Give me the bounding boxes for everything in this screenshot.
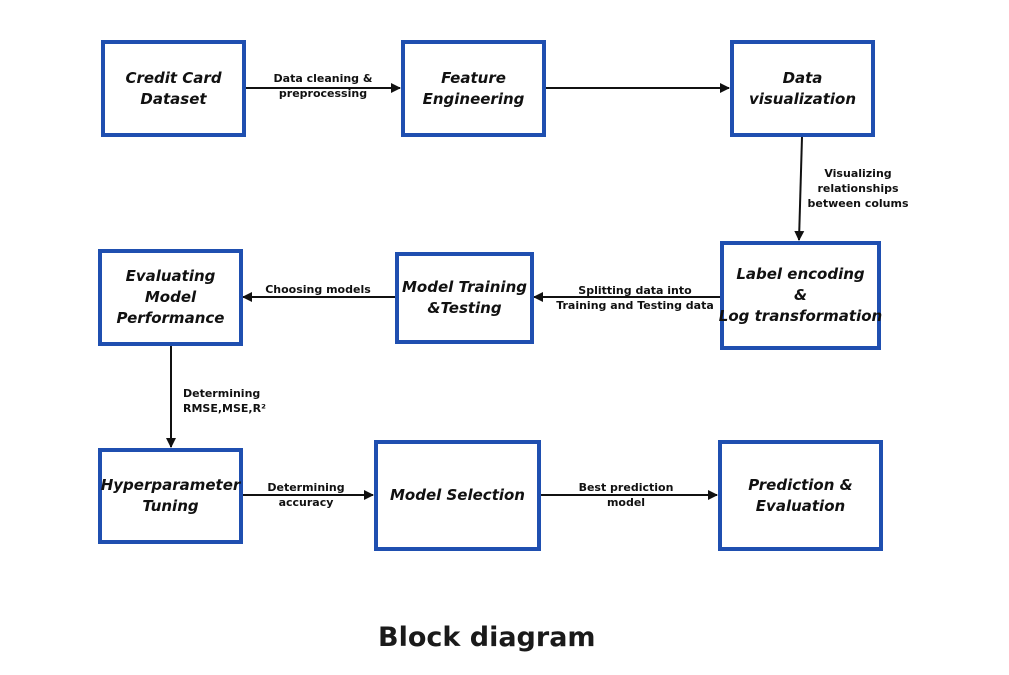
node-feature-engineering: Feature Engineering — [401, 40, 546, 137]
edge-label-line: preprocessing — [278, 87, 368, 100]
node-label-line: Performance — [116, 309, 225, 327]
node-model-selection: Model Selection — [374, 440, 541, 551]
node-prediction-evaluation: Prediction & Evaluation — [718, 440, 883, 551]
edge-label-line: Choosing models — [265, 283, 371, 296]
node-model-training: Model Training &Testing — [395, 252, 534, 344]
node-label-line: Engineering — [422, 89, 525, 108]
edge-label-line: model — [606, 496, 646, 509]
node-label-line: Prediction & — [748, 475, 853, 494]
edge-label-line: accuracy — [278, 496, 334, 509]
edge-label-line: Determining — [267, 481, 345, 494]
edge-label-line: RMSE,MSE,R² — [183, 402, 266, 415]
node-credit-card-dataset: Credit Card Dataset — [101, 40, 246, 137]
edge-label-determining-metrics: Determining RMSE,MSE,R² — [183, 386, 283, 416]
node-label-line: Evaluation — [755, 496, 846, 515]
node-label-line: Hyperparameter — [100, 476, 241, 494]
edge-label-visualizing: Visualizing relationships between colums — [806, 166, 910, 211]
edge-label-line: between colums — [807, 197, 909, 210]
node-label-line: Data — [782, 68, 823, 87]
node-label-line: Model Selection — [390, 486, 525, 504]
node-label-line: Dataset — [140, 89, 207, 108]
node-data-visualization: Data visualization — [730, 40, 875, 137]
edge-label-line: Training and Testing data — [556, 299, 714, 312]
node-label-line: Log transformation — [718, 307, 883, 325]
edge-label-best-prediction: Best prediction model — [568, 480, 684, 510]
arrow-visualization-to-label-encoding — [794, 136, 805, 241]
node-label-line: Model Training — [402, 278, 527, 296]
node-label-line: Model — [144, 288, 197, 306]
edge-label-line: Data cleaning & — [273, 72, 373, 85]
edge-label-line: Determining — [183, 387, 261, 400]
node-label-line: Evaluating — [125, 267, 216, 285]
edge-label-line: relationships — [817, 182, 899, 195]
edge-label-line: Visualizing — [824, 167, 892, 180]
node-label-line: Feature — [441, 68, 506, 87]
node-hyperparameter-tuning: Hyperparameter Tuning — [98, 448, 243, 544]
node-label-line: Credit Card — [125, 68, 222, 87]
node-evaluating-model: Evaluating Model Performance — [98, 249, 243, 346]
edge-label-determining-accuracy: Determining accuracy — [260, 480, 352, 510]
diagram-caption: Block diagram — [378, 622, 596, 653]
edge-label-line: Splitting data into — [578, 284, 692, 297]
node-label-line: visualization — [748, 89, 857, 108]
edge-label-line: Best prediction — [578, 481, 674, 494]
edge-label-data-cleaning: Data cleaning & preprocessing — [262, 71, 384, 101]
node-label-encoding: Label encoding & Log transformation — [718, 241, 883, 350]
node-label-line: Tuning — [142, 497, 199, 515]
node-label-line: &Testing — [427, 299, 502, 317]
edge-label-choosing-models: Choosing models — [258, 282, 378, 297]
edge-label-splitting: Splitting data into Training and Testing… — [552, 283, 718, 313]
node-label-line: Label encoding — [736, 265, 865, 283]
node-label-line: & — [793, 286, 808, 304]
